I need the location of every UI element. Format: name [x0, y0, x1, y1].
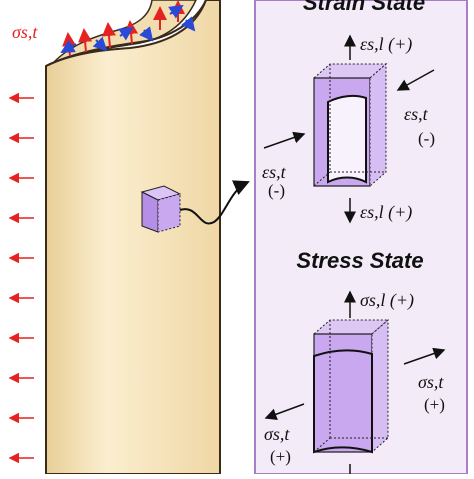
rim-arrow-blue: [118, 26, 134, 41]
stress-left-label-1: σs,t: [264, 424, 290, 444]
rim-arrow-blue: [60, 39, 77, 53]
strain-element-side: [369, 62, 387, 188]
stress-element-side: [371, 318, 389, 454]
stress-right-label-1: σs,t: [418, 372, 444, 392]
stress-right-arrow: [403, 347, 446, 365]
cylinder-stress-label: σs,t: [12, 22, 38, 42]
stress-element-face: [313, 349, 373, 454]
stress-state-title: Stress State: [296, 248, 423, 273]
strain-left-label-1: εs,t: [262, 162, 287, 182]
surface-element: [140, 185, 182, 233]
cylinder: [45, 0, 221, 475]
strain-state-section: Strain State εs,l (+) εs,t (-) εs,t (-) …: [262, 0, 435, 224]
strain-right-label-2: (-): [418, 129, 435, 148]
pointer-arrow: [179, 180, 250, 225]
stress-element-top: [312, 319, 390, 335]
stress-left-arrow: [264, 403, 305, 421]
rim-arrow-red: [78, 28, 93, 53]
rim-arrow-red: [102, 22, 116, 49]
strain-left-arrow: [263, 131, 306, 149]
strain-right-label-1: εs,t: [404, 104, 429, 124]
strain-bottom-label: εs,l (+): [360, 202, 412, 223]
stress-top-label: σs,l (+): [360, 290, 414, 311]
rim-arrow-blue: [181, 16, 196, 32]
stress-state-section: Stress State σs,l (+) σs,t (+) σs,t (+): [264, 248, 446, 474]
strain-left-label-2: (-): [268, 181, 285, 200]
strain-right-arrow: [396, 69, 435, 91]
strain-element-face: [327, 94, 367, 184]
stress-right-label-2: (+): [424, 395, 445, 414]
cylinder-body: [45, 0, 221, 475]
left-stress-arrows: [8, 92, 34, 464]
stress-left-label-2: (+): [270, 447, 291, 466]
rim-arrow-blue: [139, 26, 154, 42]
rim-arrow-blue: [168, 4, 184, 19]
rim-arrow-blue: [92, 36, 108, 52]
rim-stress-arrows: [60, 0, 196, 57]
strain-top-label: εs,l (+): [360, 34, 412, 55]
strain-state-title: Strain State: [303, 0, 425, 15]
